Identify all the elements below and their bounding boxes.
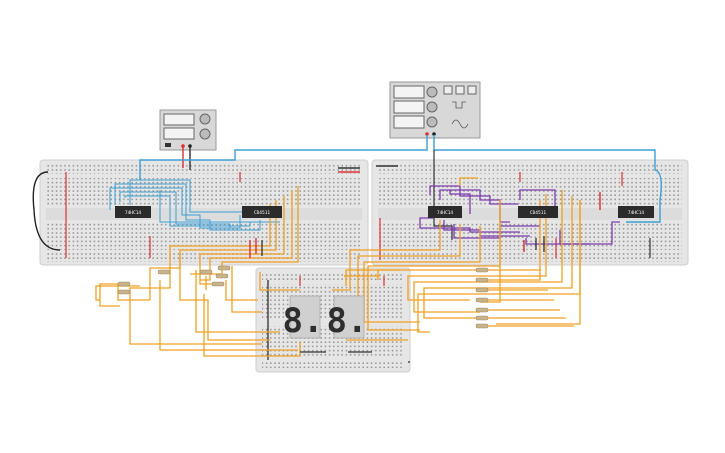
chip-cd4511-left[interactable]: CD4511 — [242, 206, 282, 218]
negative-terminal-icon[interactable] — [188, 144, 192, 148]
offset-knob-icon[interactable] — [426, 116, 438, 128]
power-rails — [65, 165, 651, 360]
wires-orange[interactable] — [95, 177, 581, 357]
chip-74hc14-right[interactable]: 74HC14 — [428, 206, 462, 218]
voltage-knob-icon[interactable] — [199, 113, 211, 125]
resistors-left[interactable] — [117, 265, 231, 295]
sine-wave-icon — [451, 119, 469, 129]
chip-74hc14-far-right[interactable]: 74HC14 — [618, 206, 654, 218]
wires-jumpers[interactable] — [249, 192, 601, 363]
power-switch[interactable] — [165, 143, 171, 147]
sine-wave-button[interactable] — [467, 85, 477, 95]
triangle-wave-button[interactable] — [455, 85, 465, 95]
square-wave-button[interactable] — [443, 85, 453, 95]
wires-power[interactable] — [32, 135, 662, 251]
chip-label: CD4511 — [530, 210, 547, 216]
current-knob-icon[interactable] — [199, 128, 211, 140]
square-wave-icon — [452, 101, 466, 109]
function-generator[interactable] — [389, 81, 481, 139]
dc-power-supply[interactable] — [159, 109, 217, 151]
amplitude-knob-icon[interactable] — [426, 101, 438, 113]
frequency-knob-icon[interactable] — [426, 86, 438, 98]
seven-segment-display-tens[interactable]: 8. — [283, 295, 324, 341]
chip-cd4511-right[interactable]: CD4511 — [518, 206, 558, 218]
output-negative-icon[interactable] — [432, 132, 436, 136]
resistors-right[interactable] — [475, 267, 489, 329]
chip-74hc14-left[interactable]: 74HC14 — [115, 206, 151, 218]
chip-label: 74HC14 — [628, 210, 645, 216]
chip-label: 74HC14 — [125, 210, 142, 216]
output-positive-icon[interactable] — [425, 132, 429, 136]
chip-label: CD4511 — [254, 210, 271, 216]
display-glyph: 8. — [283, 301, 324, 341]
positive-terminal-icon[interactable] — [181, 144, 185, 148]
chip-label: 74HC14 — [437, 210, 454, 216]
display-glyph: 8. — [327, 301, 368, 341]
seven-segment-display-ones[interactable]: 8. — [327, 295, 368, 341]
